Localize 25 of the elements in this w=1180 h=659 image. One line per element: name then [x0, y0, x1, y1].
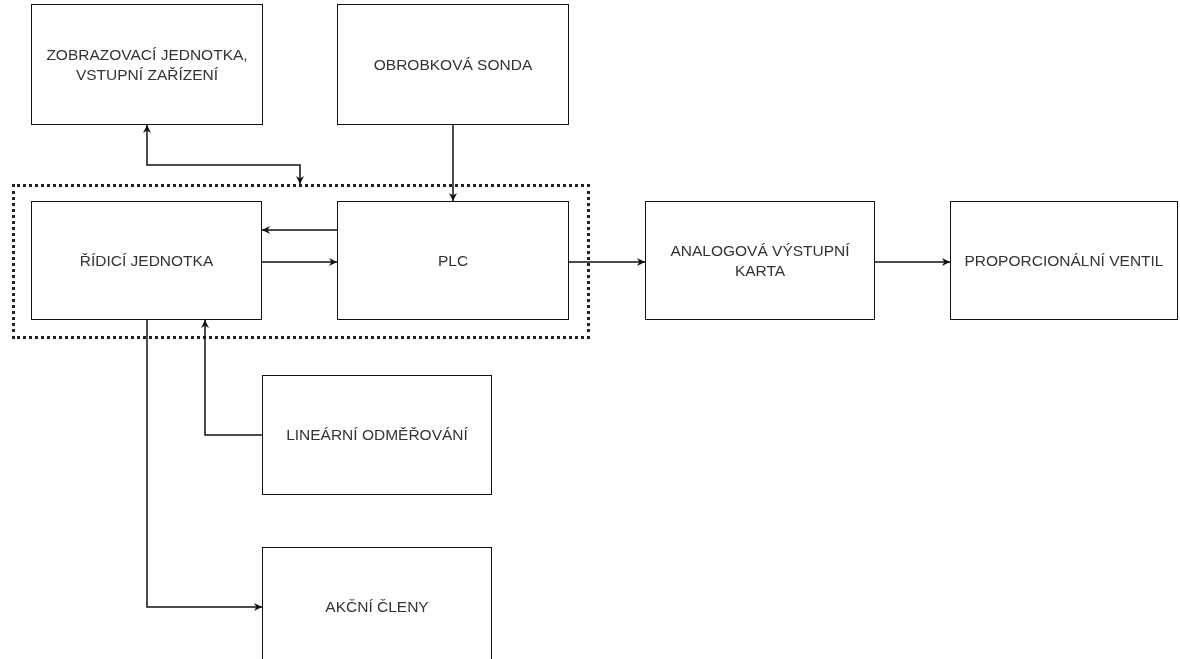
arrow	[261, 258, 338, 266]
process-box	[337, 201, 569, 320]
process-box	[337, 4, 569, 125]
arrow	[143, 124, 304, 185]
arrow	[874, 258, 951, 266]
box-label: OBROBKOVÁ SONDA	[373, 54, 533, 75]
arrow	[201, 319, 263, 436]
arrow	[261, 226, 338, 234]
box-label: ZOBRAZOVACÍ JEDNOTKA, VSTUPNÍ ZAŘÍZENÍ	[45, 44, 249, 85]
box-label: ANALOGOVÁ VÝSTUPNÍ KARTA	[669, 240, 851, 281]
arrow	[449, 124, 457, 202]
box-label: PROPORCIONÁLNÍ VENTIL	[964, 250, 1164, 271]
process-box	[645, 201, 875, 320]
box-label: ŘÍDICÍ JEDNOTKA	[79, 250, 214, 271]
process-box	[950, 201, 1178, 320]
dotted-group-frame	[12, 184, 590, 339]
process-box	[31, 201, 262, 320]
arrow	[568, 258, 646, 266]
process-box	[262, 375, 492, 495]
process-box	[31, 4, 263, 125]
box-label: LINEÁRNÍ ODMĚŘOVÁNÍ	[286, 425, 468, 445]
box-label: PLC	[437, 250, 469, 271]
process-box	[262, 547, 492, 659]
box-label: AKČNÍ ČLENY	[325, 597, 429, 617]
arrow	[146, 319, 263, 611]
